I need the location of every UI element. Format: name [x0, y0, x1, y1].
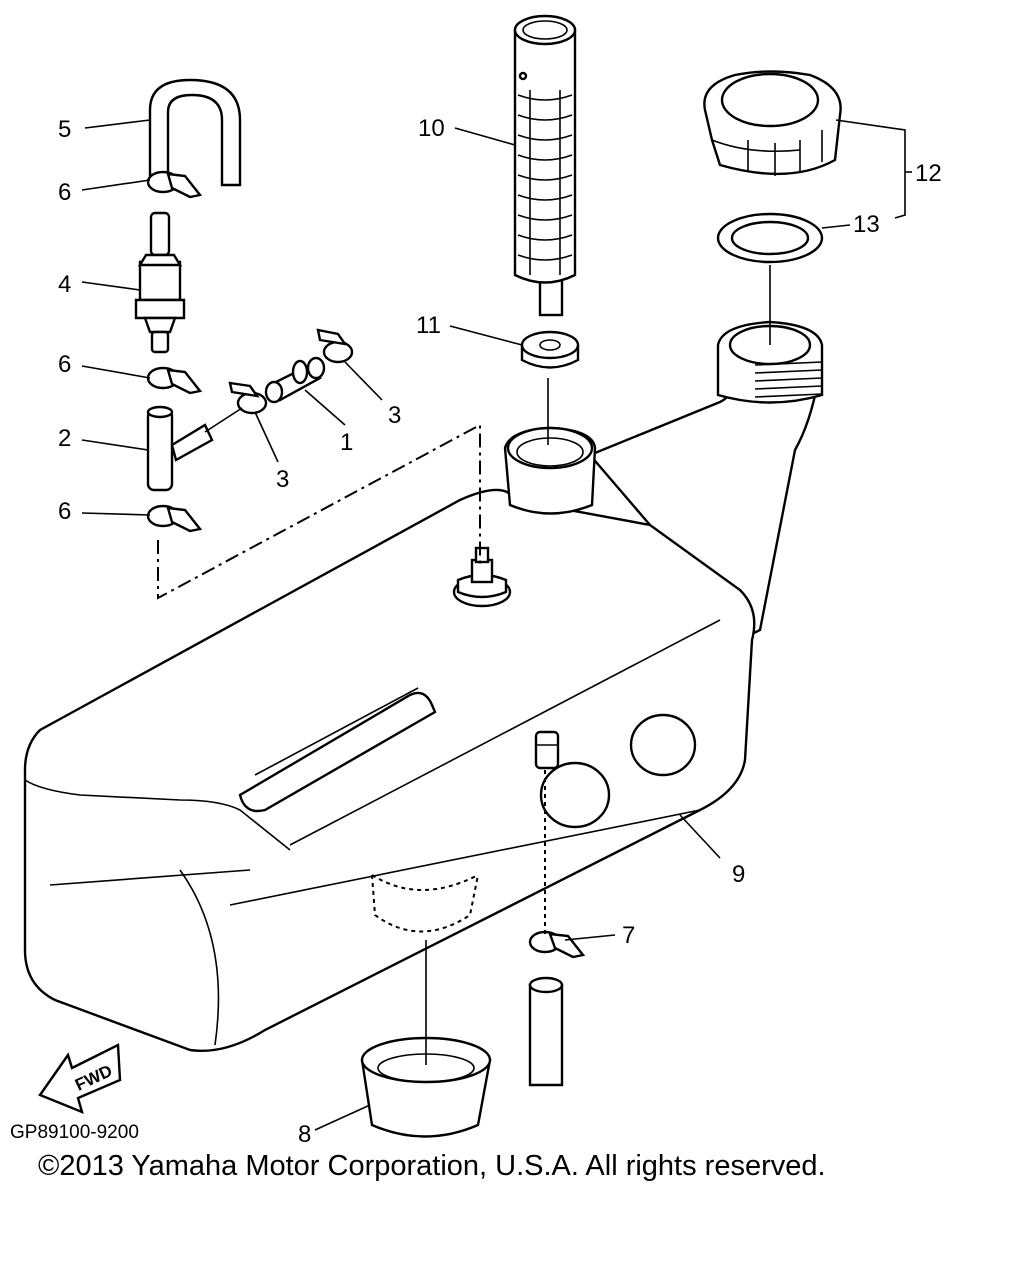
- callout-3a: 3: [276, 466, 289, 493]
- drain-hose: [528, 976, 564, 1087]
- callout-10: 10: [418, 115, 445, 142]
- fwd-arrow: FWD: [38, 1043, 122, 1115]
- tank-bottom-well: [371, 874, 479, 933]
- callout-6b: 6: [58, 351, 71, 378]
- clip-3a: [228, 381, 268, 415]
- callout-4: 4: [58, 271, 71, 298]
- callout-8: 8: [298, 1121, 311, 1148]
- clip-6c: [146, 504, 203, 533]
- hose-joint: [264, 356, 326, 404]
- filler-neck-threads: [716, 320, 824, 404]
- diagram-code: GP89100-9200: [10, 1122, 139, 1143]
- callout-3b: 3: [388, 402, 401, 429]
- clip-3b: [316, 328, 354, 364]
- tank-top-opening: [503, 426, 597, 515]
- tank-side-edge: [49, 869, 251, 886]
- tank-handle-recess: [238, 691, 437, 813]
- callout-12: 12: [915, 160, 942, 187]
- tank-front-face: [179, 869, 220, 1046]
- grommet: [520, 330, 580, 369]
- clip-6b: [146, 366, 203, 395]
- clip-7: [528, 930, 586, 959]
- tank-port-2: [629, 713, 697, 777]
- copyright-notice: ©2013 Yamaha Motor Corporation, U.S.A. A…: [38, 1150, 826, 1182]
- tank-bottom-fitting: [534, 730, 560, 770]
- callout-5: 5: [58, 116, 71, 143]
- leader-lines: [81, 119, 912, 1131]
- callout-13: 13: [853, 211, 880, 238]
- tank-bottom-edge: [229, 809, 701, 906]
- callout-6c: 6: [58, 498, 71, 525]
- cap-gasket: [716, 212, 824, 264]
- filler-cap: [703, 70, 842, 176]
- tee-joint: [146, 405, 214, 492]
- callout-6a: 6: [58, 179, 71, 206]
- inline-fuel-filter: [134, 211, 186, 354]
- fuel-tank: [23, 343, 822, 1052]
- tank-outlet-fitting: [452, 546, 512, 608]
- callout-1: 1: [340, 429, 353, 456]
- callout-7: 7: [622, 922, 635, 949]
- tank-side-crease: [289, 619, 721, 846]
- callout-9: 9: [732, 861, 745, 888]
- assembly-lines: [157, 265, 771, 1065]
- callout-2: 2: [58, 425, 71, 452]
- tank-top-contour: [24, 779, 291, 851]
- fuel-filter-screen: [513, 14, 577, 317]
- clip-6a: [146, 170, 203, 199]
- vent-hose: [148, 78, 242, 187]
- tank-port-1: [539, 761, 611, 829]
- callout-11: 11: [416, 312, 441, 339]
